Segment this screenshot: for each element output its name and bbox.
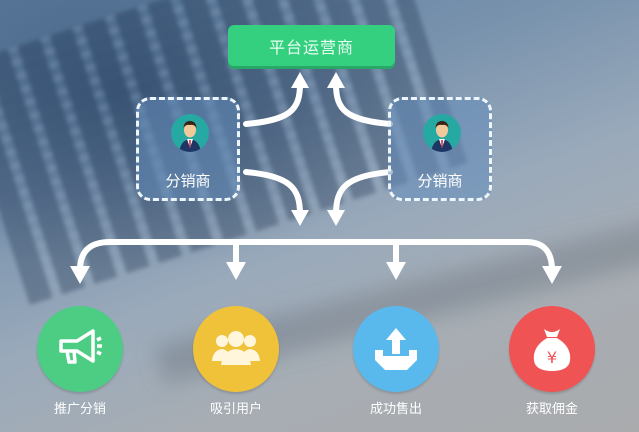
users-group-icon (193, 306, 279, 392)
step-earn-commission: ¥ 获取佣金 (506, 306, 598, 417)
platform-operator-node: 平台运营商 (228, 25, 395, 66)
platform-operator-label: 平台运营商 (268, 37, 354, 57)
step-attract-users: 吸引用户 (190, 306, 282, 417)
money-bag-yen-icon: ¥ (509, 306, 595, 392)
step-successful-sale: 成功售出 (350, 306, 442, 417)
yen-symbol: ¥ (547, 348, 557, 367)
step-label: 获取佣金 (525, 402, 578, 417)
step-promote-distribution: 推广分销 (34, 306, 126, 417)
distributor-node-right: 分销商 (388, 97, 492, 201)
step-label: 吸引用户 (209, 402, 262, 417)
upload-tray-icon (353, 306, 439, 392)
step-label: 推广分销 (53, 402, 106, 417)
businessman-avatar-icon (171, 114, 209, 152)
distributor-label: 分销商 (417, 172, 463, 190)
megaphone-icon (37, 306, 123, 392)
step-label: 成功售出 (369, 402, 422, 417)
distributor-node-left: 分销商 (136, 97, 240, 201)
businessman-avatar-icon (423, 114, 461, 152)
distributor-label: 分销商 (165, 172, 211, 190)
